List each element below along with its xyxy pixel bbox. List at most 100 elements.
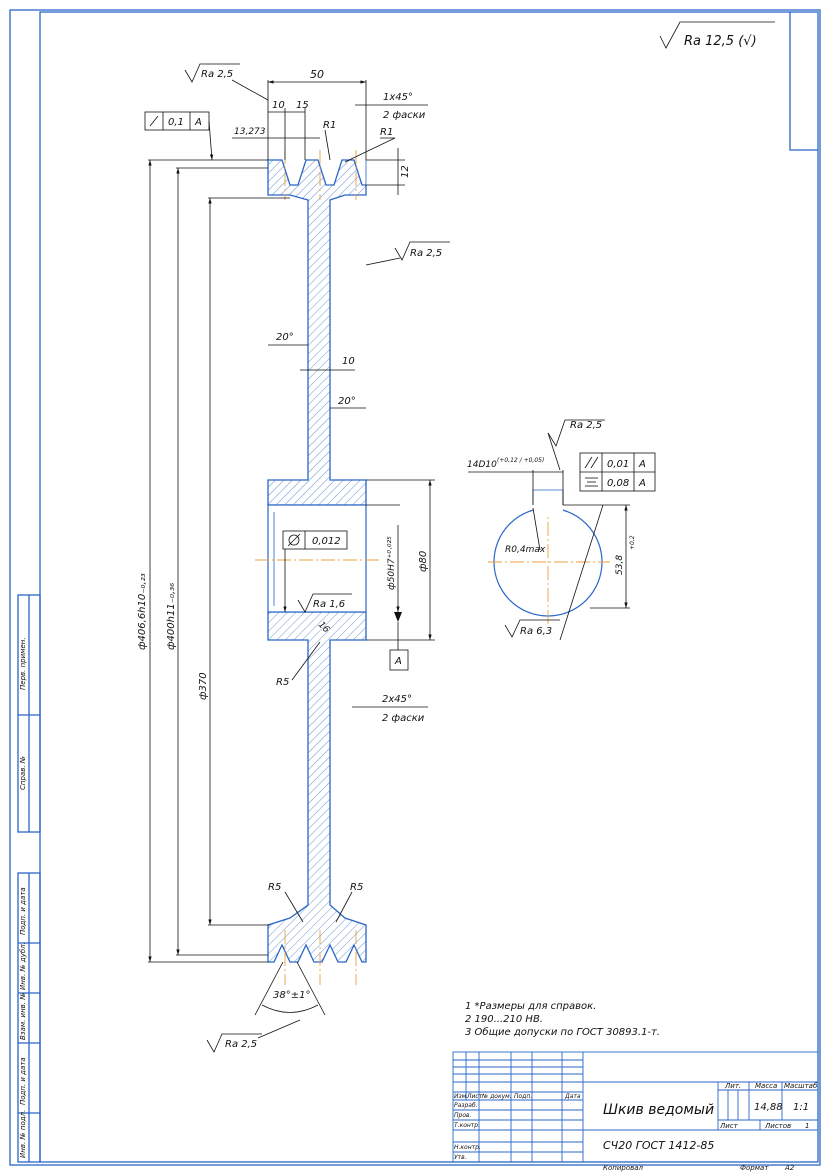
- dim-pitch: 10 15 13,273: [232, 100, 320, 160]
- chamfer-bottom-note: 2 фаски: [382, 713, 425, 724]
- dia-calc: ф400h11₋₀,₃₆: [166, 583, 177, 650]
- tb-lit: Лит.: [724, 1082, 741, 1090]
- tb-mass: 14,88: [754, 1102, 783, 1113]
- dim-width-text: 50: [310, 68, 324, 81]
- tb-format-value: А2: [784, 1164, 795, 1172]
- groove-angle: 38°±1° Ra 2,5: [206, 961, 326, 1053]
- strip-label-6: Подп. и дата: [19, 1057, 27, 1105]
- strip-label-2: Справ. №: [19, 756, 27, 790]
- r1-b: R1: [380, 127, 393, 138]
- dia-inner: ф370: [198, 672, 209, 700]
- tb-col-1: Изм.: [454, 1093, 468, 1100]
- symmetry-value: 0,08: [607, 478, 629, 489]
- chamfer-top: 1x45° 2 фаски: [355, 92, 428, 121]
- tb-row-1: Разраб.: [454, 1102, 478, 1109]
- datum-a: A: [394, 656, 402, 667]
- tb-sheets-count: 1: [805, 1122, 809, 1130]
- keyway-width: 14D10: [467, 460, 497, 470]
- strip-label-3: Подп. и дата: [19, 887, 27, 935]
- rough-bottom-text: Ra 2,5: [225, 1039, 257, 1050]
- tb-copied: Копировал: [603, 1164, 644, 1172]
- rough-bore-text: Ra 1,6: [313, 599, 345, 610]
- title-block: Изм. Лист № докум. Подп. Дата Разраб. Пр…: [452, 1051, 819, 1163]
- dim-width: 50: [267, 68, 367, 160]
- dim-offset: 13,273: [234, 127, 266, 137]
- r5-radii: R5 R5 R5: [268, 641, 363, 923]
- hub-lower: [267, 611, 367, 963]
- rough-side: Ra 2,5: [365, 241, 450, 266]
- key-radius: R0,4max: [505, 545, 546, 555]
- r5-hub: R5: [276, 677, 289, 688]
- r5-left: R5: [268, 882, 281, 893]
- parallel-value: 0,01: [607, 459, 629, 470]
- dia-dims: ф406,6h10₋₀,₂₃ ф400h11₋₀,₃₆ ф370: [137, 159, 290, 963]
- tb-scale: 1:1: [793, 1102, 809, 1113]
- corner-box: [789, 12, 818, 151]
- rough-keyway: Ra 2,5: [570, 420, 602, 431]
- chamfer-bottom: 2x45° 2 фаски: [352, 694, 428, 724]
- rough-keyway-bottom: Ra 6,3: [520, 626, 552, 637]
- angle-b: 20°: [338, 396, 356, 407]
- tb-sheet: Лист: [719, 1122, 739, 1130]
- tb-col-4: Подп.: [514, 1093, 532, 1100]
- web-thick: 10: [342, 356, 355, 367]
- strip-label-7: Инв. № подл.: [19, 1110, 27, 1158]
- general-roughness-text: Ra 12,5 (√): [684, 34, 757, 49]
- dim-r1: R1 R1: [323, 120, 396, 163]
- notes: 1 *Размеры для справок. 2 190...210 HB. …: [465, 1001, 660, 1038]
- key-depth: 53,8: [615, 555, 625, 575]
- r1-a: R1: [323, 120, 336, 131]
- key-depth-tol: +0,2: [629, 535, 636, 550]
- inner-frame: [39, 11, 819, 1163]
- tb-col-5: Дата: [564, 1093, 581, 1100]
- cyl-value: 0,012: [312, 536, 341, 547]
- dim-depth-text: 12: [400, 165, 411, 178]
- runout-frame: 0,1 A: [144, 111, 214, 161]
- left-strip: Перв. примен. Справ. № Подп. и дата Инв.…: [17, 594, 41, 1163]
- strip-label-4: Инв. № дубл.: [19, 942, 27, 990]
- tb-row-5: Утв.: [454, 1154, 467, 1161]
- dim-depth: 12: [366, 148, 411, 195]
- rough-top-text: Ra 2,5: [201, 69, 233, 80]
- pulley-section: [255, 150, 380, 985]
- groove-angle-text: 38°±1°: [273, 990, 310, 1001]
- tb-sheets: Листов: [764, 1122, 791, 1130]
- bore: [267, 504, 367, 613]
- tb-col-2: Лист: [466, 1093, 483, 1100]
- outer-border: [9, 9, 821, 1166]
- tb-row-2: Пров.: [454, 1112, 472, 1119]
- note-1: 1 *Размеры для справок.: [465, 1001, 596, 1012]
- part-name: Шкив ведомый: [603, 1102, 714, 1118]
- angle-a: 20°: [276, 332, 294, 343]
- chamfer-top-note: 2 фаски: [383, 110, 426, 121]
- tb-scale-label: Масштаб: [784, 1082, 818, 1090]
- strip-label-5: Взам. инв. №: [19, 992, 27, 1040]
- note-2: 2 190...210 HB.: [465, 1014, 543, 1025]
- tb-format: Формат: [740, 1164, 769, 1172]
- tb-mass-label: Масса: [755, 1082, 777, 1090]
- parallel-base: A: [638, 459, 646, 470]
- runout-base: A: [194, 117, 202, 128]
- strip-label-1: Перв. примен.: [19, 637, 27, 690]
- rough-top: Ra 2,5: [184, 63, 269, 101]
- keyway-tol: (+0,12 / +0,05): [497, 457, 544, 464]
- cyl-frame: 0,012: [282, 530, 348, 612]
- keyway-view: 14D10 (+0,12 / +0,05) Ra 2,5 0,01 A 0,08…: [467, 419, 656, 641]
- note-3: 3 Общие допуски по ГОСТ 30893.1-т.: [465, 1026, 660, 1038]
- runout-value: 0,1: [168, 117, 184, 128]
- r5-right: R5: [350, 882, 363, 893]
- general-roughness: Ra 12,5 (√): [659, 21, 775, 49]
- dia-outer: ф406,6h10₋₀,₂₃: [137, 573, 148, 650]
- dia-bore: ф50H7⁺⁰·⁰²⁵: [387, 536, 397, 590]
- tb-row-3: Т.контр.: [454, 1122, 480, 1129]
- part-material: СЧ20 ГОСТ 1412-85: [603, 1139, 714, 1152]
- chamfer-bottom-text: 2x45°: [382, 694, 412, 705]
- tb-row-4: Н.контр.: [454, 1144, 481, 1151]
- tb-col-3: № докум.: [481, 1093, 512, 1100]
- chamfer-top-text: 1x45°: [383, 92, 413, 103]
- symmetry-base: A: [638, 478, 646, 489]
- dim-pitch-b: 15: [296, 100, 309, 111]
- dia-hub: ф80: [418, 551, 429, 572]
- dim-pitch-a: 10: [272, 100, 285, 111]
